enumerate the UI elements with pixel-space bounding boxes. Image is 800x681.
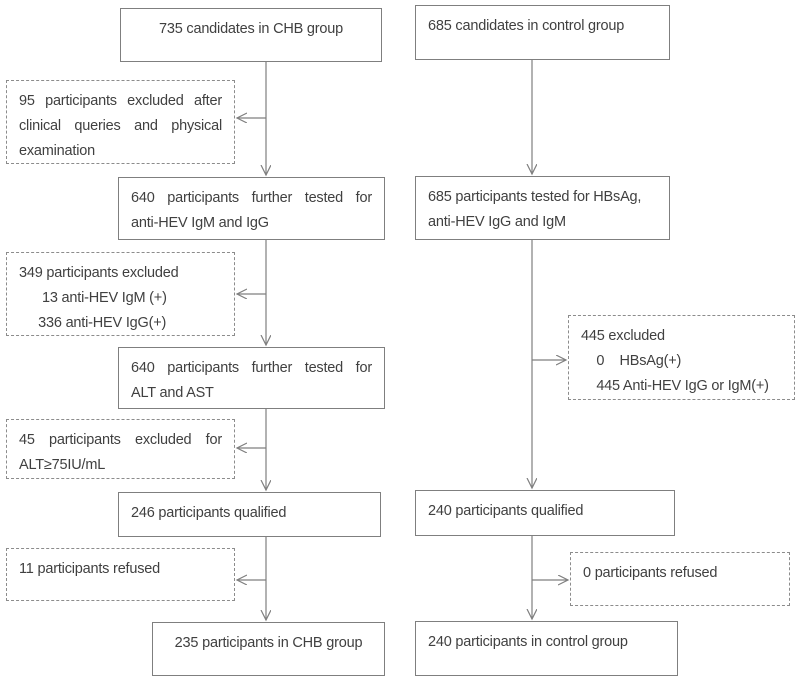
box-control-qualified: 240 participants qualified (415, 490, 675, 536)
box-chb-excluded-serology: 349 participants excluded 13 anti-HEV Ig… (6, 252, 235, 336)
box-control-final: 240 participants in control group (415, 621, 678, 676)
box-control-candidates: 685 candidates in control group (415, 5, 670, 60)
excluded-serology-line: 349 participants excluded (19, 265, 179, 281)
box-chb-candidates: 735 candidates in CHB group (120, 8, 382, 62)
box-chb-qualified: 246 participants qualified (118, 492, 381, 537)
tested-hev-line: 640 participants further tested for (131, 190, 372, 206)
control-excluded-line: 0 HBsAg(+) (581, 353, 682, 369)
box-chb-excluded-screening: 95 participants excluded after clinical … (6, 80, 235, 164)
tested-hev-line: anti-HEV IgM and IgG (131, 215, 269, 231)
box-chb-tested-hev: 640 participants further tested for anti… (118, 177, 385, 240)
tested-alt-line: 640 participants further tested for (131, 360, 372, 376)
excluded-screening-line: 95 participants excluded after (19, 93, 222, 109)
box-control-tested: 685 participants tested for HBsAg, anti-… (415, 176, 670, 240)
excluded-screening-line: clinical queries and physical (19, 118, 222, 134)
excluded-alt-line: ALT≥75IU/mL (19, 457, 106, 473)
box-chb-excluded-alt: 45 participants excluded for ALT≥75IU/mL (6, 419, 235, 479)
excluded-screening-line: examination (19, 143, 95, 159)
excluded-serology-line: 13 anti-HEV IgM (+) (19, 290, 167, 306)
control-excluded-line: 445 excluded (581, 328, 665, 344)
box-chb-tested-alt: 640 participants further tested for ALT … (118, 347, 385, 409)
control-tested-line: 685 participants tested for HBsAg, (428, 189, 642, 205)
box-control-refused: 0 participants refused (570, 552, 790, 606)
tested-alt-line: ALT and AST (131, 385, 214, 401)
box-control-excluded: 445 excluded 0 HBsAg(+) 445 Anti-HEV IgG… (568, 315, 795, 400)
excluded-alt-line: 45 participants excluded for (19, 432, 222, 448)
box-chb-final: 235 participants in CHB group (152, 622, 385, 676)
box-chb-refused: 11 participants refused (6, 548, 235, 601)
excluded-serology-line: 336 anti-HEV IgG(+) (19, 315, 167, 331)
control-excluded-line: 445 Anti-HEV IgG or IgM(+) (581, 378, 769, 394)
control-tested-line: anti-HEV IgG and IgM (428, 214, 566, 230)
